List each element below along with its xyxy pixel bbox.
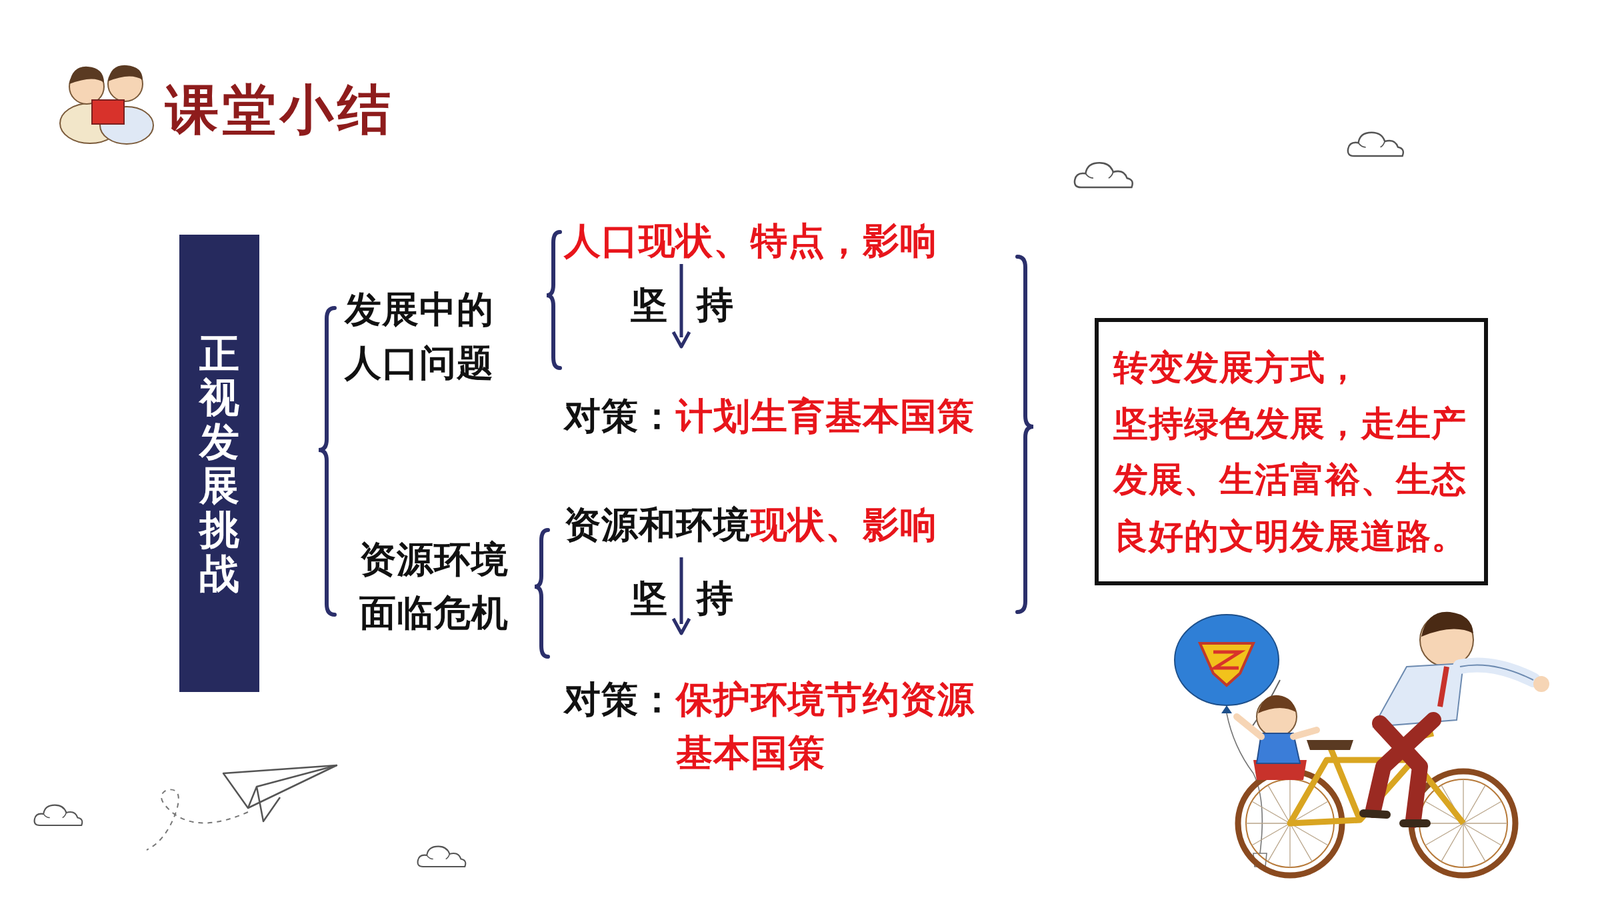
key-point: 人口现状、特点，影响 — [564, 214, 938, 268]
conclusion-box: 转变发展方式， 坚持绿色发展，走生产 发展、生活富裕、生态 良好的文明发展道路。 — [1094, 318, 1488, 586]
cloud — [1074, 162, 1133, 188]
cloud — [418, 846, 466, 867]
topic-box: 资源环境 面临危机 — [359, 533, 521, 640]
bracket — [1017, 256, 1034, 612]
vertical-title-bar: 正视发展挑战 — [179, 234, 260, 692]
bracket — [534, 530, 548, 657]
label-row: 人口现状、特点，影响 — [564, 214, 938, 268]
topic-box: 发展中的 人口问题 — [344, 283, 506, 390]
label-row: 坚持 — [630, 572, 763, 626]
bracket — [546, 232, 560, 368]
paper-plane — [146, 765, 337, 850]
connector-word: 坚持 — [630, 278, 763, 332]
row-label: 资源和环境 — [564, 498, 751, 552]
arrow-head — [673, 618, 690, 634]
slide-title: 课堂小结 — [165, 74, 395, 147]
row-label: 对策： — [564, 673, 676, 727]
vertical-title: 正视发展挑战 — [199, 331, 240, 596]
label-row: 对策：计划生育基本国策 — [564, 390, 975, 444]
connector-word: 坚持 — [630, 572, 763, 626]
key-point: 现状、影响 — [750, 498, 938, 552]
row-label: 对策： — [564, 390, 676, 444]
key-point: 计划生育基本国策 — [676, 390, 975, 444]
key-point: 保护环境节约资源 基本国策 — [676, 673, 984, 780]
label-row: 资源和环境现状、影响 — [564, 498, 938, 552]
topic-label: 发展中的 人口问题 — [344, 283, 506, 390]
arrow-head — [673, 332, 690, 347]
label-row: 坚持 — [630, 278, 763, 332]
cloud — [34, 805, 83, 826]
bike-illustration — [1236, 612, 1550, 876]
label-row: 对策：保护环境节约资源 基本国策 — [564, 673, 984, 780]
topic-label: 资源环境 面临危机 — [359, 533, 521, 640]
cloud — [1348, 132, 1404, 156]
reading-kids-icon — [60, 65, 154, 144]
bracket — [318, 308, 335, 615]
conclusion-text: 转变发展方式， 坚持绿色发展，走生产 发展、生活富裕、生态 良好的文明发展道路。 — [1113, 339, 1471, 564]
